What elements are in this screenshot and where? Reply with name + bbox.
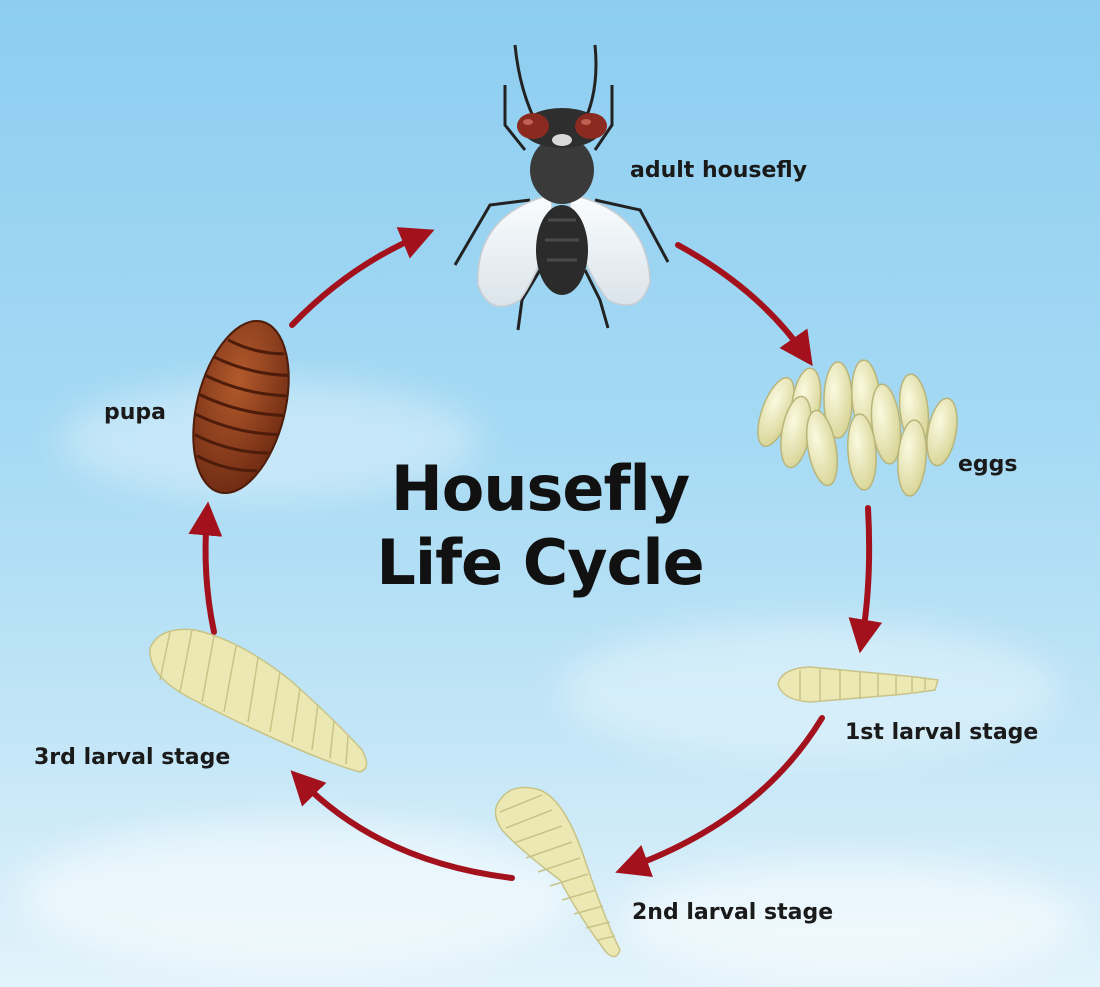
label-1st-larval-stage: 1st larval stage xyxy=(845,720,1039,745)
larva-icon xyxy=(494,786,621,958)
larva-icon xyxy=(149,628,368,773)
housefly-icon xyxy=(453,44,670,331)
label-3rd-larval-stage: 3rd larval stage xyxy=(34,745,231,770)
cloud xyxy=(620,860,1080,980)
label-2nd-larval-stage: 2nd larval stage xyxy=(632,900,834,925)
arrow-larva3-to-pupa xyxy=(188,501,223,635)
arrow-pupa-to-adult xyxy=(289,227,435,328)
eggs-icon xyxy=(757,359,958,497)
title-line-2: Life Cycle xyxy=(376,526,704,599)
cycle-arrows xyxy=(188,227,883,881)
arrow-larva2-to-larva3 xyxy=(290,770,515,881)
diagram-title: Housefly Life Cycle xyxy=(340,452,740,600)
label-pupa: pupa xyxy=(104,400,167,425)
label-eggs: eggs xyxy=(958,452,1018,477)
arrow-adult-to-eggs xyxy=(675,242,813,367)
arrow-eggs-to-larva1 xyxy=(848,505,883,654)
cloud xyxy=(20,820,580,970)
larva-icon xyxy=(777,666,939,703)
arrow-larva1-to-larva2 xyxy=(615,715,825,877)
label-adult-housefly: adult housefly xyxy=(630,158,808,183)
pupa-icon xyxy=(192,319,290,495)
title-line-1: Housefly xyxy=(390,452,690,525)
